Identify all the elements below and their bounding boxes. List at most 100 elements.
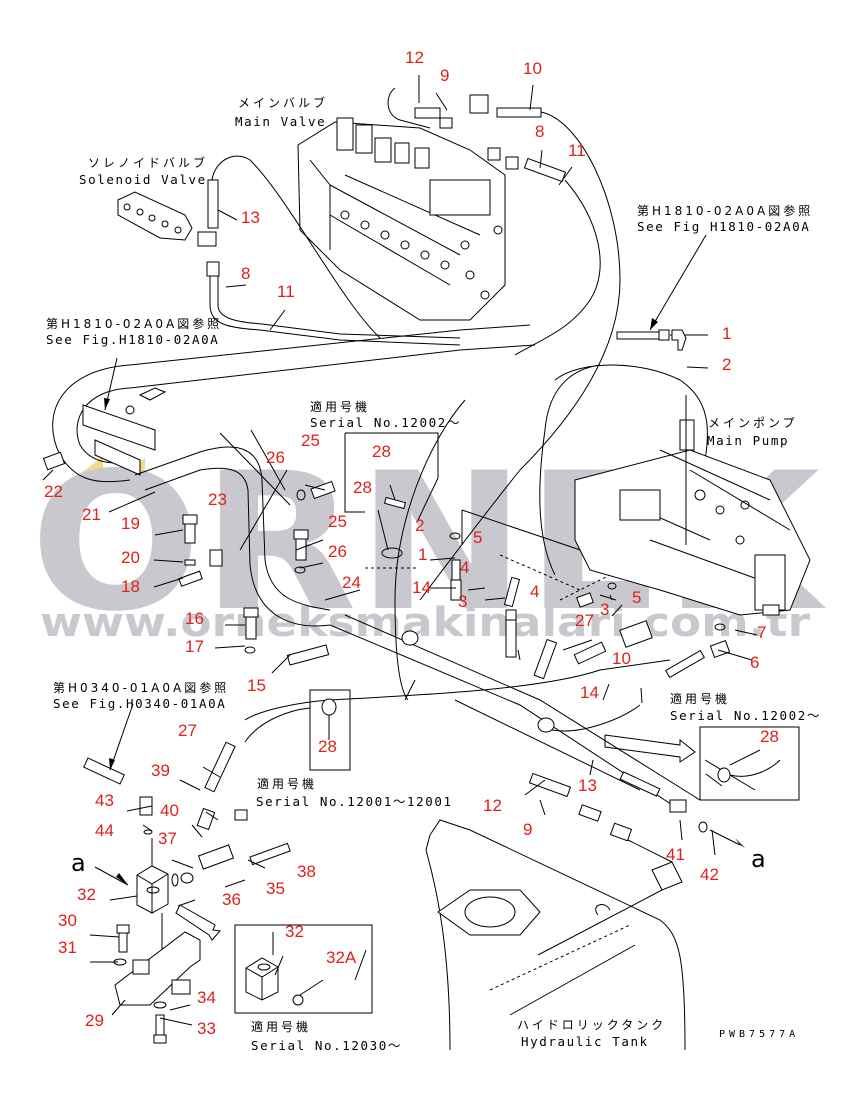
callout: 17 bbox=[185, 637, 204, 656]
callout: 20 bbox=[121, 548, 140, 567]
callout: 13 bbox=[241, 208, 260, 227]
serial-12002-inset bbox=[344, 399, 466, 701]
view-mark-a-right: a bbox=[751, 845, 766, 873]
callout: 8 bbox=[241, 264, 250, 283]
callout: 21 bbox=[82, 505, 101, 524]
leader-lines bbox=[42, 75, 758, 1026]
callout: 38 bbox=[297, 862, 316, 881]
pump-fittings bbox=[449, 509, 731, 680]
callout: 28 bbox=[372, 442, 391, 461]
hydraulic-tank-label-jp: ハイドロリックタンク bbox=[517, 1018, 666, 1032]
callout: 37 bbox=[158, 829, 177, 848]
view-mark-a-left: a bbox=[71, 849, 86, 877]
callout: 22 bbox=[44, 482, 63, 501]
callout: 10 bbox=[523, 59, 542, 78]
callout: 39 bbox=[151, 761, 170, 780]
callout: 2 bbox=[415, 516, 424, 535]
ref-h1810-left-jp: 第H1810-02A0A図参照 bbox=[46, 316, 222, 331]
ref-h1810-left-en: See Fig.H1810-02A0A bbox=[46, 332, 219, 347]
ref-h1810-right-jp: 第H1810-02A0A図参照 bbox=[637, 203, 813, 218]
ref-h0340-jp: 第H0340-01A0A図参照 bbox=[53, 680, 229, 695]
callout: 33 bbox=[197, 1019, 216, 1038]
callout: 25 bbox=[328, 512, 347, 531]
ref-h1810-right-en: See Fig H1810-02A0A bbox=[637, 219, 810, 234]
callout: 30 bbox=[58, 911, 77, 930]
callout: 12 bbox=[405, 48, 424, 67]
left-bracket-cluster bbox=[42, 387, 331, 627]
lower-right-fittings bbox=[528, 771, 745, 891]
callout: 29 bbox=[85, 1011, 104, 1030]
callout: 28 bbox=[353, 478, 372, 497]
small-parts-left bbox=[178, 432, 336, 666]
solenoid-valve-label-jp: ソレノイドバルブ bbox=[88, 155, 208, 170]
callout: 26 bbox=[328, 542, 347, 561]
serial-note-center-top-en: Serial No.12002〜 bbox=[310, 415, 461, 430]
callout: 1 bbox=[418, 545, 427, 564]
callout: 44 bbox=[95, 821, 114, 840]
callout: 32A bbox=[326, 948, 357, 967]
callout: 15 bbox=[247, 676, 266, 695]
callout: 41 bbox=[666, 845, 685, 864]
callout: 14 bbox=[412, 578, 431, 597]
serial-note-center-top-jp: 適用号機 bbox=[310, 399, 370, 414]
callout: 32 bbox=[285, 922, 304, 941]
serial-12030-inset bbox=[234, 924, 373, 1014]
ref-h0340-en: See Fig.H0340-01A0A bbox=[53, 696, 226, 711]
callouts: 12 9 10 8 11 13 8 11 1 2 22 21 26 25 28 … bbox=[44, 48, 779, 1038]
callout: 3 bbox=[458, 592, 467, 611]
main-pump-label-jp: メインポンプ bbox=[708, 416, 798, 430]
solenoid-valve-drawing bbox=[117, 191, 217, 247]
callout: 19 bbox=[121, 514, 140, 533]
drawing-code: PWB7577A bbox=[719, 1029, 799, 1040]
callout: 16 bbox=[185, 609, 204, 628]
callout: 18 bbox=[121, 577, 140, 596]
callout: 1 bbox=[722, 324, 731, 343]
callout: 43 bbox=[95, 791, 114, 810]
callout: 4 bbox=[530, 582, 539, 601]
callout: 5 bbox=[473, 528, 482, 547]
watermark-url: www.orneksmakinalari.com.tr bbox=[40, 600, 810, 646]
main-valve-label-jp: メインバルブ bbox=[238, 95, 328, 110]
callout: 32 bbox=[77, 885, 96, 904]
callout: 26 bbox=[266, 448, 285, 467]
serial-note-center-bottom-jp: 適用号機 bbox=[257, 776, 317, 791]
serial-note-bottom-left-jp: 適用号機 bbox=[251, 1019, 311, 1034]
callout: 40 bbox=[160, 801, 179, 820]
callout: 35 bbox=[266, 879, 285, 898]
callout: 8 bbox=[535, 122, 544, 141]
main-pump-drawing bbox=[539, 364, 811, 616]
serial-note-right-jp: 適用号機 bbox=[670, 691, 730, 706]
serial-12002-right-inset bbox=[604, 726, 800, 801]
callout: 27 bbox=[178, 721, 197, 740]
callout: 23 bbox=[208, 490, 227, 509]
callout: 9 bbox=[523, 820, 532, 839]
main-valve-drawing bbox=[297, 117, 506, 321]
callout: 28 bbox=[318, 737, 337, 756]
callout: 13 bbox=[578, 776, 597, 795]
callout: 7 bbox=[757, 623, 766, 642]
callout: 25 bbox=[301, 431, 320, 450]
callout: 9 bbox=[440, 66, 449, 85]
callout: 42 bbox=[700, 865, 719, 884]
callout: 24 bbox=[342, 573, 361, 592]
serial-12001-inset bbox=[309, 689, 351, 771]
callout: 5 bbox=[632, 588, 641, 607]
callout: 2 bbox=[722, 355, 731, 374]
callout: 6 bbox=[750, 653, 759, 672]
solenoid-valve-label-en: Solenoid Valve bbox=[79, 172, 207, 187]
callout: 11 bbox=[277, 282, 295, 301]
callout: 36 bbox=[222, 890, 241, 909]
callout: 27 bbox=[575, 611, 594, 630]
callout: 34 bbox=[197, 988, 216, 1007]
callout: 3 bbox=[600, 600, 609, 619]
hoses-top bbox=[52, 87, 621, 601]
watermark-accent-1 bbox=[75, 456, 103, 478]
serial-note-center-bottom-en: Serial No.12001〜12001 bbox=[256, 794, 453, 809]
callout: 28 bbox=[760, 727, 779, 746]
callout: 10 bbox=[612, 649, 631, 668]
callout: 31 bbox=[58, 938, 77, 957]
lower-left-assembly bbox=[83, 707, 311, 1044]
serial-note-bottom-left-en: Serial No.12030〜 bbox=[251, 1038, 402, 1053]
callout: 11 bbox=[568, 141, 586, 160]
